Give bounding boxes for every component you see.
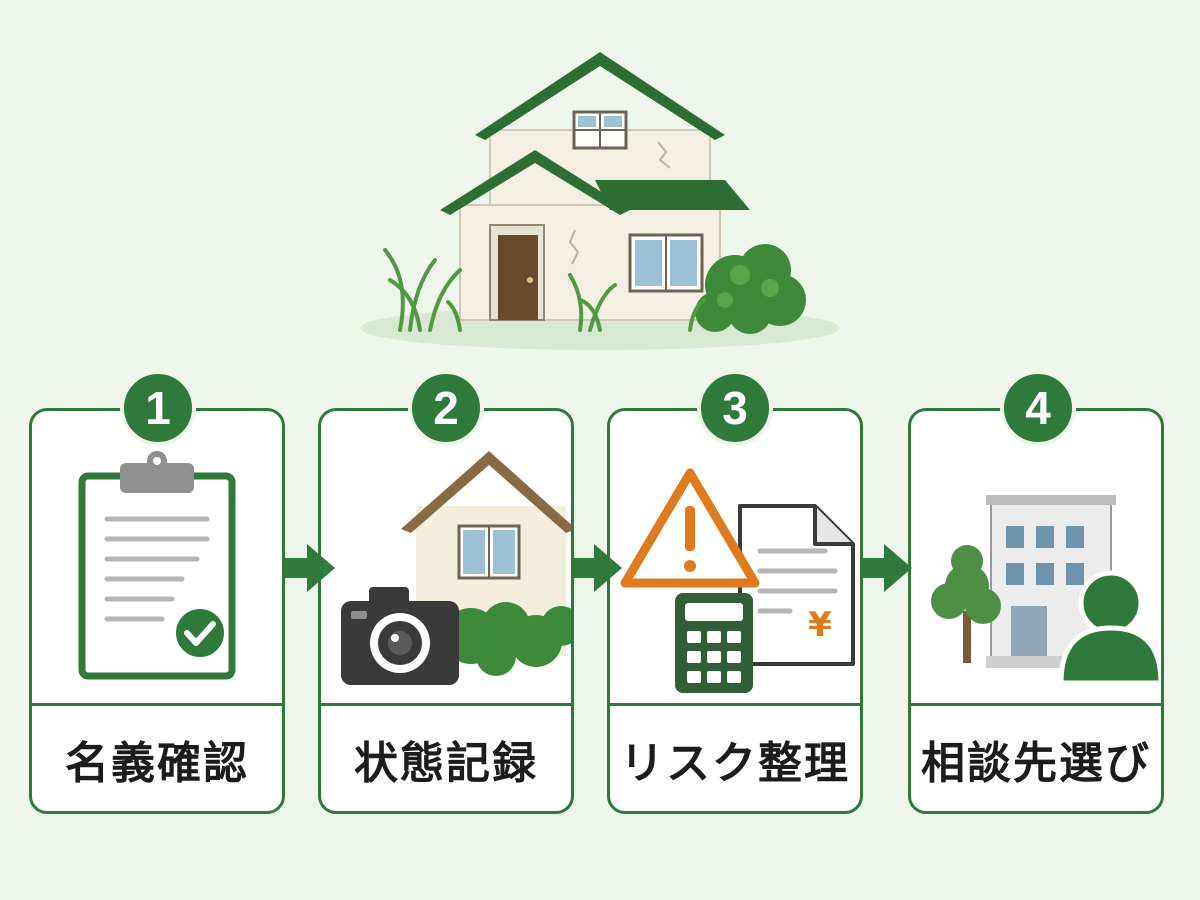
- step-card-4: 相談先選び: [908, 408, 1164, 814]
- step-card-2: 状態記録: [318, 408, 574, 814]
- camera-house-icon: [341, 451, 571, 685]
- clipboard-check-icon: [78, 451, 236, 680]
- step-label-3: リスク整理: [620, 738, 850, 789]
- step-card-1: 名義確認: [29, 408, 285, 814]
- arrow-right-icon: [862, 544, 912, 592]
- warning-calculator-document-icon: ¥: [620, 468, 855, 693]
- hero-house-illustration: [360, 52, 840, 350]
- step-number-badge-4: 4: [1000, 370, 1076, 446]
- step-divider: [32, 703, 282, 706]
- step-divider: [321, 703, 571, 706]
- step-card-3: ¥ リスク整理: [607, 408, 863, 814]
- step-divider: [610, 703, 860, 706]
- step-number-badge-1: 1: [120, 370, 196, 446]
- building-person-icon: [931, 495, 1161, 686]
- arrow-right-icon: [572, 544, 622, 592]
- step-number-badge-2: 2: [408, 370, 484, 446]
- step-label-2: 状態記録: [354, 738, 538, 789]
- step-label-1: 名義確認: [65, 738, 249, 789]
- step-divider: [911, 703, 1161, 706]
- arrow-right-icon: [285, 544, 335, 592]
- step-label-4: 相談先選び: [921, 738, 1151, 789]
- step-number-badge-3: 3: [697, 370, 773, 446]
- currency-symbol: ¥: [808, 605, 832, 645]
